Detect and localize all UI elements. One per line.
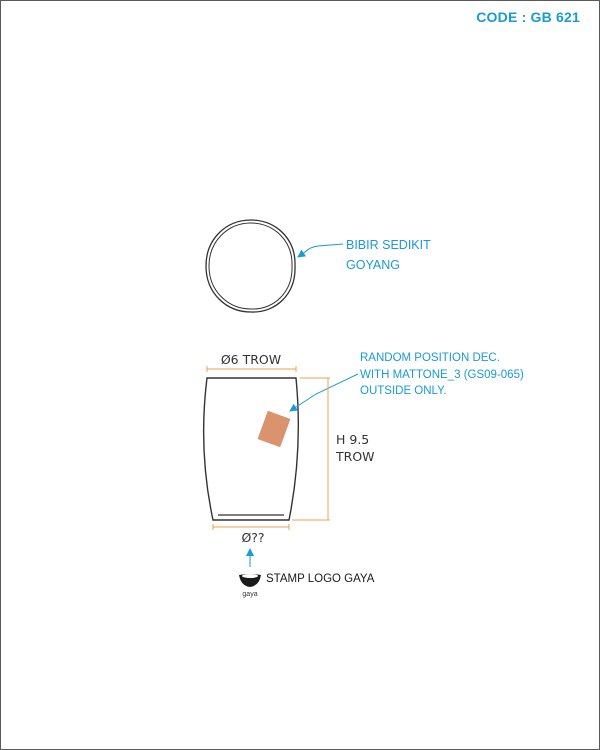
- rim-outer-circle: [205, 219, 296, 313]
- top-view: BIBIR SEDIKIT GOYANG: [205, 219, 431, 313]
- stamp-logo: gaya STAMP LOGO GAYA: [239, 573, 375, 598]
- rim-leader-arrow: [297, 243, 344, 258]
- height-label-line2: TROW: [335, 449, 375, 464]
- bottom-diameter-label: Ø??: [241, 530, 264, 545]
- decoration-patch: [257, 410, 291, 448]
- glass-outline: [202, 377, 300, 521]
- decoration-note-line1: RANDOM POSITION DEC.: [360, 352, 500, 364]
- decoration-note-line2: WITH MATTONE_3 (GS09-065): [360, 369, 524, 381]
- rim-inner-circle: [208, 222, 293, 310]
- gaya-logo-text: gaya: [242, 591, 257, 598]
- rim-note-line1: BIBIR SEDIKIT: [346, 238, 431, 252]
- product-code: CODE : GB 621: [476, 9, 580, 25]
- decoration-note-line3: OUTSIDE ONLY.: [360, 385, 447, 397]
- rim-note-line2: GOYANG: [346, 258, 400, 272]
- decoration-leader-arrow: [289, 373, 359, 412]
- height-label-line1: H 9.5: [336, 432, 369, 447]
- stamp-label: STAMP LOGO GAYA: [266, 573, 375, 585]
- top-diameter-label: Ø6 TROW: [221, 352, 281, 367]
- side-view: RANDOM POSITION DEC. WITH MATTONE_3 (GS0…: [202, 352, 524, 567]
